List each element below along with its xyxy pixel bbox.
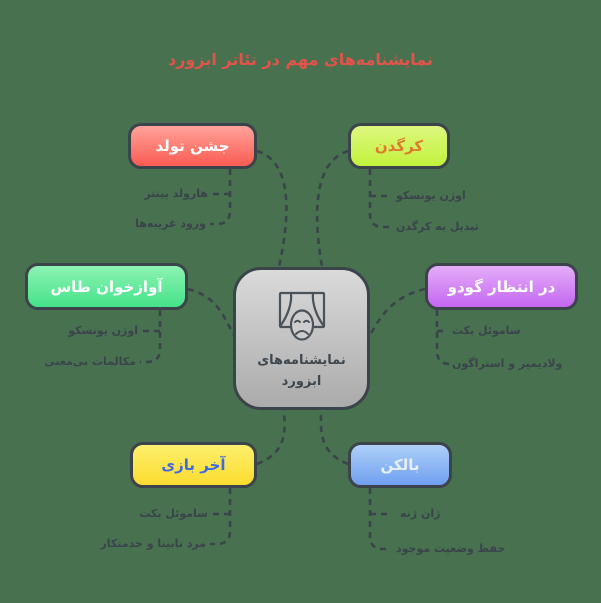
edge-center-kargadan <box>315 149 349 268</box>
leaf-balkon-child2: حفظ وضعیت موجود <box>396 542 506 555</box>
leaf-balkon-child1: ژان ژنه <box>400 507 441 520</box>
center-node-absurd-plays: نمایشنامه‌های ابزورد <box>233 267 370 410</box>
leaf-akhar-child1: ساموئل بکت <box>139 507 208 520</box>
leaf-akhar-child2: مرد نابینا و خدمتکار <box>100 537 206 550</box>
node-kargadan: کرگدن <box>348 123 450 169</box>
node-jashn-tavallod: جشن تولد <box>128 123 257 169</box>
edge-akhar-children <box>210 488 232 546</box>
leaf-jashn-child1: هارولد پینتر <box>144 187 208 200</box>
edge-center-balkon <box>319 409 349 466</box>
node-avazkhan-tas: آوازخوان طاس <box>25 263 188 310</box>
leaf-jashn-child2: ورود غریبه‌ها <box>135 217 206 230</box>
edge-center-godot <box>368 287 426 336</box>
leaf-kargadan-child1: اوژن یونسکو <box>396 189 466 202</box>
center-node-label-line2: ابزورد <box>281 373 322 389</box>
edge-avaz-children <box>140 310 162 364</box>
leaf-avaz-child2: مکالمات بی‌معنی <box>44 355 136 368</box>
node-dar-entezar-godot: در انتظار گودو <box>425 263 578 310</box>
edge-godot-children <box>435 310 451 366</box>
center-node-label-line1: نمایشنامه‌های <box>257 353 346 369</box>
edge-center-jashn <box>256 149 288 268</box>
node-akhar-bazi: آخر بازی <box>130 442 257 488</box>
edge-center-akhar <box>256 409 286 466</box>
leaf-godot-child2: ولادیمیر و استراگون <box>452 357 563 370</box>
edge-kargadan-children <box>368 169 391 229</box>
leaf-avaz-child1: اوژن یونسکو <box>68 324 138 337</box>
edge-jashn-children <box>210 169 232 226</box>
edge-center-avaz <box>187 287 236 336</box>
leaf-kargadan-child2: تبدیل به کرگدن <box>396 220 479 233</box>
diagram-title: نمایشنامه‌های مهم در تئاتر ابزورد <box>168 50 433 69</box>
leaf-godot-child1: ساموئل بکت <box>452 324 521 337</box>
node-balkon: بالکن <box>348 442 452 488</box>
edge-balkon-children <box>368 488 390 551</box>
theater-stage-mask-icon <box>274 289 330 345</box>
